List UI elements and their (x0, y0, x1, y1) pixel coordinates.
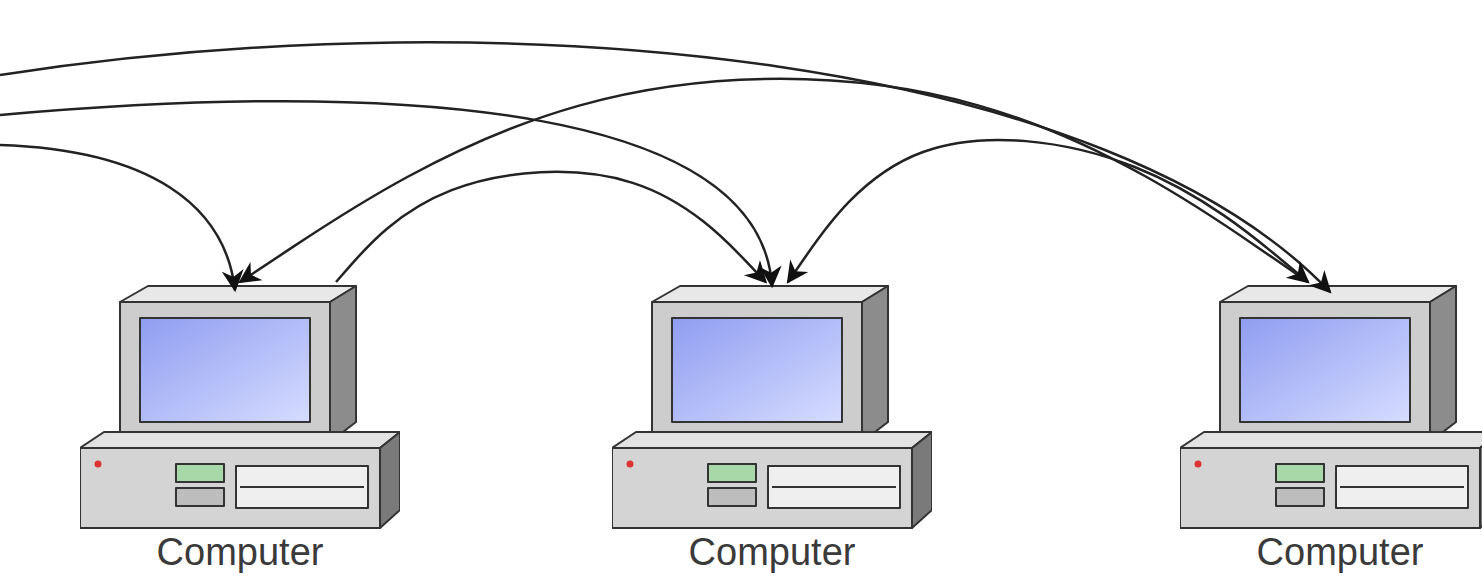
connector-arrow (240, 79, 1308, 282)
drive-bay (1276, 488, 1324, 506)
monitor-front (1220, 302, 1430, 442)
drive-bay (708, 488, 756, 506)
node-label: Computer (612, 530, 932, 574)
monitor-top (1220, 286, 1456, 302)
base-top (1180, 432, 1482, 448)
incoming-line (0, 101, 772, 286)
drive-bay (1336, 466, 1468, 508)
drive-bay (768, 466, 900, 508)
power-light (627, 461, 634, 468)
drive-bay (1276, 464, 1324, 482)
monitor-side (1430, 286, 1456, 442)
monitor-screen (672, 318, 842, 422)
drive-bay (176, 464, 224, 482)
base-side (380, 432, 400, 528)
incoming-line (0, 145, 235, 290)
computer-icon (80, 282, 400, 532)
drive-bay (236, 466, 368, 508)
node-label: Computer (80, 530, 400, 574)
monitor-screen (140, 318, 310, 422)
base-front (612, 448, 912, 528)
drive-slot (772, 486, 896, 488)
base-side (912, 432, 932, 528)
base-front (1180, 448, 1480, 528)
monitor-side (862, 286, 888, 442)
drive-slot (1340, 486, 1464, 488)
computer-icon (612, 282, 932, 532)
connector-arrow (336, 172, 766, 282)
drive-bay (708, 464, 756, 482)
monitor-screen (1240, 318, 1410, 422)
power-light (95, 461, 102, 468)
drive-bay (176, 488, 224, 506)
monitor-top (652, 286, 888, 302)
node-label: Computer (1180, 530, 1482, 574)
incoming-line (0, 42, 1330, 292)
computer-node: Computer (1180, 282, 1482, 582)
computer-node: Computer (612, 282, 932, 582)
base-top (612, 432, 932, 448)
base-front (80, 448, 380, 528)
base-top (80, 432, 400, 448)
computer-node: Computer (80, 282, 400, 582)
power-light (1195, 461, 1202, 468)
monitor-front (652, 302, 862, 442)
connector-arrow (788, 140, 1308, 282)
monitor-top (120, 286, 356, 302)
computer-icon (1180, 282, 1482, 532)
drive-slot (240, 486, 364, 488)
monitor-side (330, 286, 356, 442)
monitor-front (120, 302, 330, 442)
